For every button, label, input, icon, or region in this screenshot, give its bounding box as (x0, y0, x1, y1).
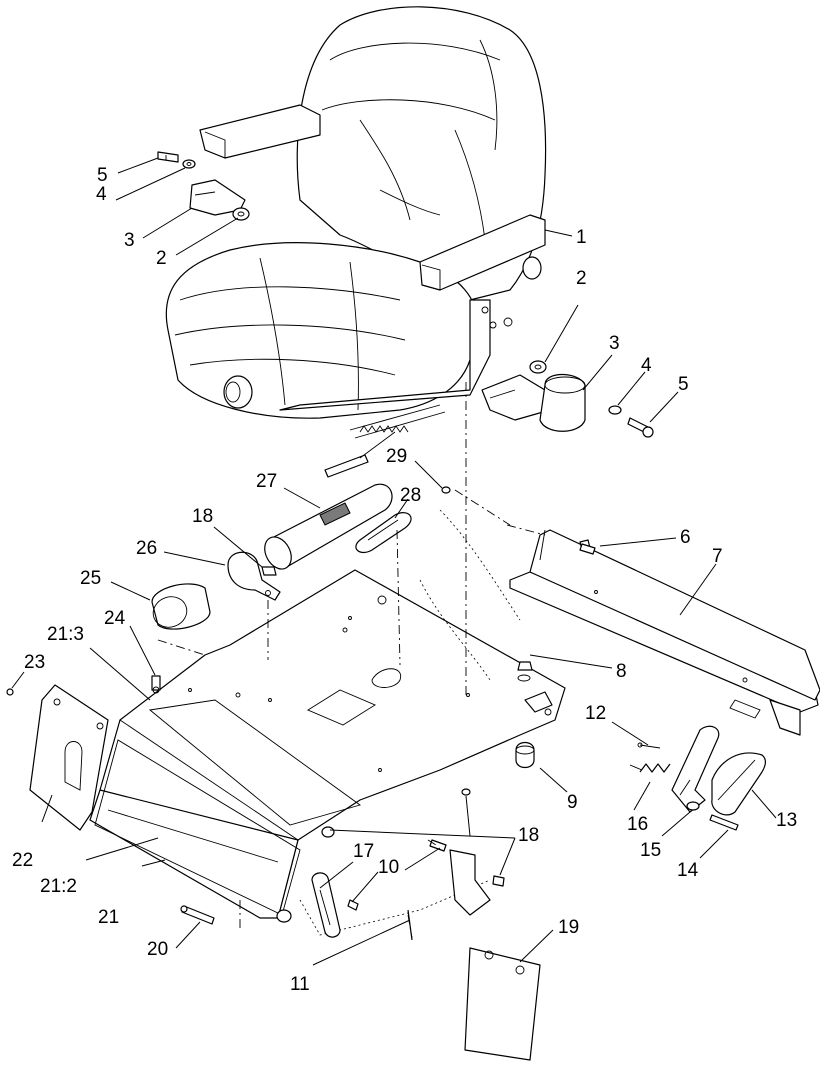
callout-18-lower: 18 (518, 825, 539, 846)
latch-assembly (629, 725, 766, 831)
callout-17: 17 (353, 841, 374, 862)
callout-14: 14 (677, 860, 699, 881)
callout-18-upper: 18 (192, 506, 213, 527)
callout-11: 11 (290, 974, 310, 995)
callout-22: 22 (12, 850, 33, 871)
pivot-tube-assembly (151, 483, 451, 630)
callout-25: 25 (80, 568, 101, 589)
callout-12: 12 (585, 703, 606, 724)
callout-21-3: 21:3 (47, 624, 84, 645)
callout-21-2: 21:2 (40, 876, 77, 897)
side-cover (6, 684, 109, 831)
callout-1: 1 (576, 227, 587, 248)
callout-labels: 1 2 2 3 3 4 4 5 5 6 7 8 9 10 11 12 13 14… (12, 165, 797, 995)
lower-brackets (151, 543, 596, 1061)
callout-15: 15 (640, 840, 661, 861)
callout-2-right: 2 (576, 268, 587, 289)
mounting-channel (509, 529, 820, 736)
callout-27: 27 (256, 471, 277, 492)
leader-lines (11, 157, 777, 966)
callout-6: 6 (680, 527, 691, 548)
callout-16: 16 (627, 814, 648, 835)
callout-3-right: 3 (609, 333, 620, 354)
seat-belt-right (481, 360, 654, 438)
callout-4-right: 4 (641, 355, 652, 376)
seat-belt-left (157, 151, 250, 221)
callout-4-left: 4 (96, 184, 107, 205)
callout-29: 29 (386, 446, 407, 467)
seat-assembly (165, 6, 547, 478)
callout-28: 28 (400, 485, 421, 506)
callout-19: 19 (558, 917, 579, 938)
callout-7: 7 (712, 546, 723, 567)
callout-2-left: 2 (156, 248, 167, 269)
callout-23: 23 (24, 652, 45, 673)
callout-5-right: 5 (678, 374, 689, 395)
callout-24: 24 (104, 608, 126, 629)
seat-plate (89, 569, 566, 936)
callout-26: 26 (136, 538, 157, 559)
callout-21: 21 (98, 907, 119, 928)
callout-9: 9 (567, 792, 578, 813)
callout-5-left: 5 (97, 165, 108, 186)
center-lines (157, 382, 546, 939)
callout-20: 20 (147, 939, 168, 960)
callout-10: 10 (378, 857, 399, 878)
callout-13: 13 (776, 810, 797, 831)
callout-3-left: 3 (124, 230, 135, 251)
callout-8: 8 (616, 661, 627, 682)
